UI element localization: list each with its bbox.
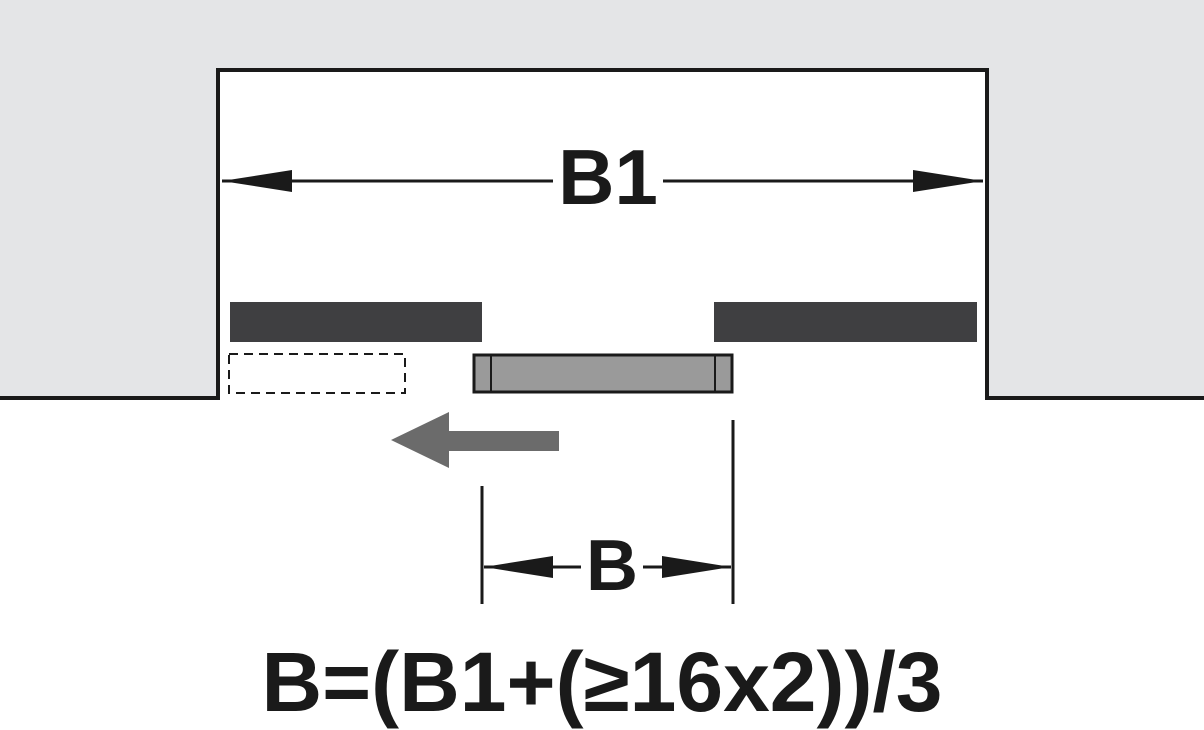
width-formula: B=(B1+(≥16x2))/3 <box>261 635 943 729</box>
direction-arrow <box>391 412 559 468</box>
fixed-panel-left <box>230 302 482 342</box>
fixed-panel-right <box>714 302 977 342</box>
b1-arrow-left <box>222 170 292 192</box>
b-arrow-right <box>662 556 731 578</box>
b-arrow-left <box>484 556 553 578</box>
panel-target-position <box>228 353 406 394</box>
b1-label: B1 <box>553 138 663 222</box>
b-label: B <box>581 530 643 604</box>
wall <box>0 0 1204 398</box>
sliding-panel <box>472 353 734 394</box>
opening-outline <box>0 68 1204 400</box>
b1-arrow-right <box>913 170 983 192</box>
